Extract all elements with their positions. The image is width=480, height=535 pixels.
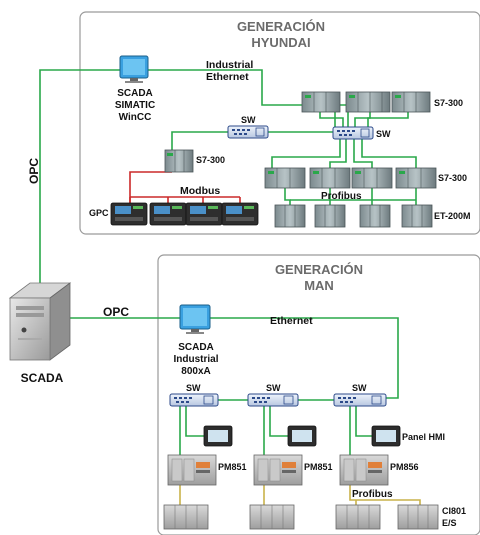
hmi-panel-icon [371, 425, 401, 447]
network-switch-icon [332, 126, 374, 140]
pm856-label: PM856 [390, 462, 419, 472]
gpc-controller-icon [110, 202, 148, 226]
ci801-label-2: E/S [442, 518, 457, 528]
switch-label-man-1: SW [186, 383, 201, 393]
scada-industrial-label-2: Industrial [173, 354, 218, 365]
plc-s7300-icon [164, 149, 194, 173]
hyundai-title-line2: HYUNDAI [251, 35, 310, 50]
io-et200m-icon [359, 204, 391, 228]
s7300-label-top: S7-300 [434, 98, 463, 108]
switch-label-2: SW [376, 129, 391, 139]
plc-s7300-icon [309, 167, 351, 189]
scada-industrial-label-1: SCADA [178, 342, 214, 353]
ethernet-links [39, 69, 417, 455]
network-switch-icon [169, 393, 219, 407]
et200m-label: ET-200M [434, 211, 471, 221]
s7300-label-bottom: S7-300 [438, 173, 467, 183]
io-et200m-icon [314, 204, 346, 228]
scada-simatic-label-2: SIMATIC [115, 100, 155, 111]
monitor-icon-800xa [179, 304, 211, 334]
network-switch-icon [247, 393, 299, 407]
network-switch-icon [227, 125, 269, 139]
man-title-line2: MAN [304, 278, 334, 293]
controller-pm851-icon [253, 454, 303, 486]
gpc-controller-icon [185, 202, 223, 226]
pm851-label-1: PM851 [218, 462, 247, 472]
panel-hmi-label: Panel HMI [402, 432, 445, 442]
io-et200m-icon [274, 204, 306, 228]
modbus-links [129, 171, 241, 203]
switch-label-1: SW [241, 115, 256, 125]
io-et200m-icon [401, 204, 433, 228]
network-switch-icon [333, 393, 387, 407]
modbus-label: Modbus [180, 185, 220, 197]
profibus-label-top: Profibus [321, 191, 362, 202]
scada-server-label: SCADA [21, 371, 64, 385]
plc-s7300-icon [395, 167, 437, 189]
controller-pm851-icon [167, 454, 217, 486]
industrial-ethernet-label-1: Industrial [206, 59, 253, 71]
gpc-controller-icon [149, 202, 187, 226]
ci801-label-1: CI801 [442, 506, 466, 516]
io-rack-icon [163, 504, 209, 530]
server-icon [8, 282, 72, 361]
io-ci801-icon [397, 504, 439, 530]
man-title-line1: GENERACIÓN [275, 262, 363, 277]
man-section-box [157, 254, 480, 535]
scada-simatic-label-3: WinCC [119, 112, 152, 123]
plc-s7300-icon [345, 91, 391, 113]
hmi-panel-icon [203, 425, 233, 447]
plc-s7300-icon [351, 167, 393, 189]
scada-industrial-label-3: 800xA [181, 366, 210, 377]
gpc-label: GPC [89, 208, 109, 218]
opc-label-vertical: OPC [27, 158, 41, 184]
plc-s7300-icon [264, 167, 306, 189]
controller-pm856-icon [339, 454, 389, 486]
gpc-controller-icon [221, 202, 259, 226]
opc-label-horizontal: OPC [103, 305, 129, 319]
io-rack-icon [335, 504, 381, 530]
io-rack-icon [249, 504, 295, 530]
switch-label-man-2: SW [266, 383, 281, 393]
industrial-ethernet-label-2: Ethernet [206, 71, 249, 83]
profibus-top-links [284, 188, 417, 205]
pm851-label-2: PM851 [304, 462, 333, 472]
plc-s7300-icon [391, 91, 431, 113]
ethernet-label: Ethernet [270, 315, 313, 327]
monitor-icon-wincc [119, 55, 149, 83]
profibus-label-bottom: Profibus [352, 489, 393, 500]
switch-label-man-3: SW [352, 383, 367, 393]
plc-s7300-icon [301, 91, 341, 113]
profibus-bottom-links [179, 485, 421, 505]
hyundai-title-line1: GENERACIÓN [237, 19, 325, 34]
hmi-panel-icon [287, 425, 317, 447]
scada-simatic-label-1: SCADA [117, 88, 153, 99]
s7300-label-left: S7-300 [196, 155, 225, 165]
